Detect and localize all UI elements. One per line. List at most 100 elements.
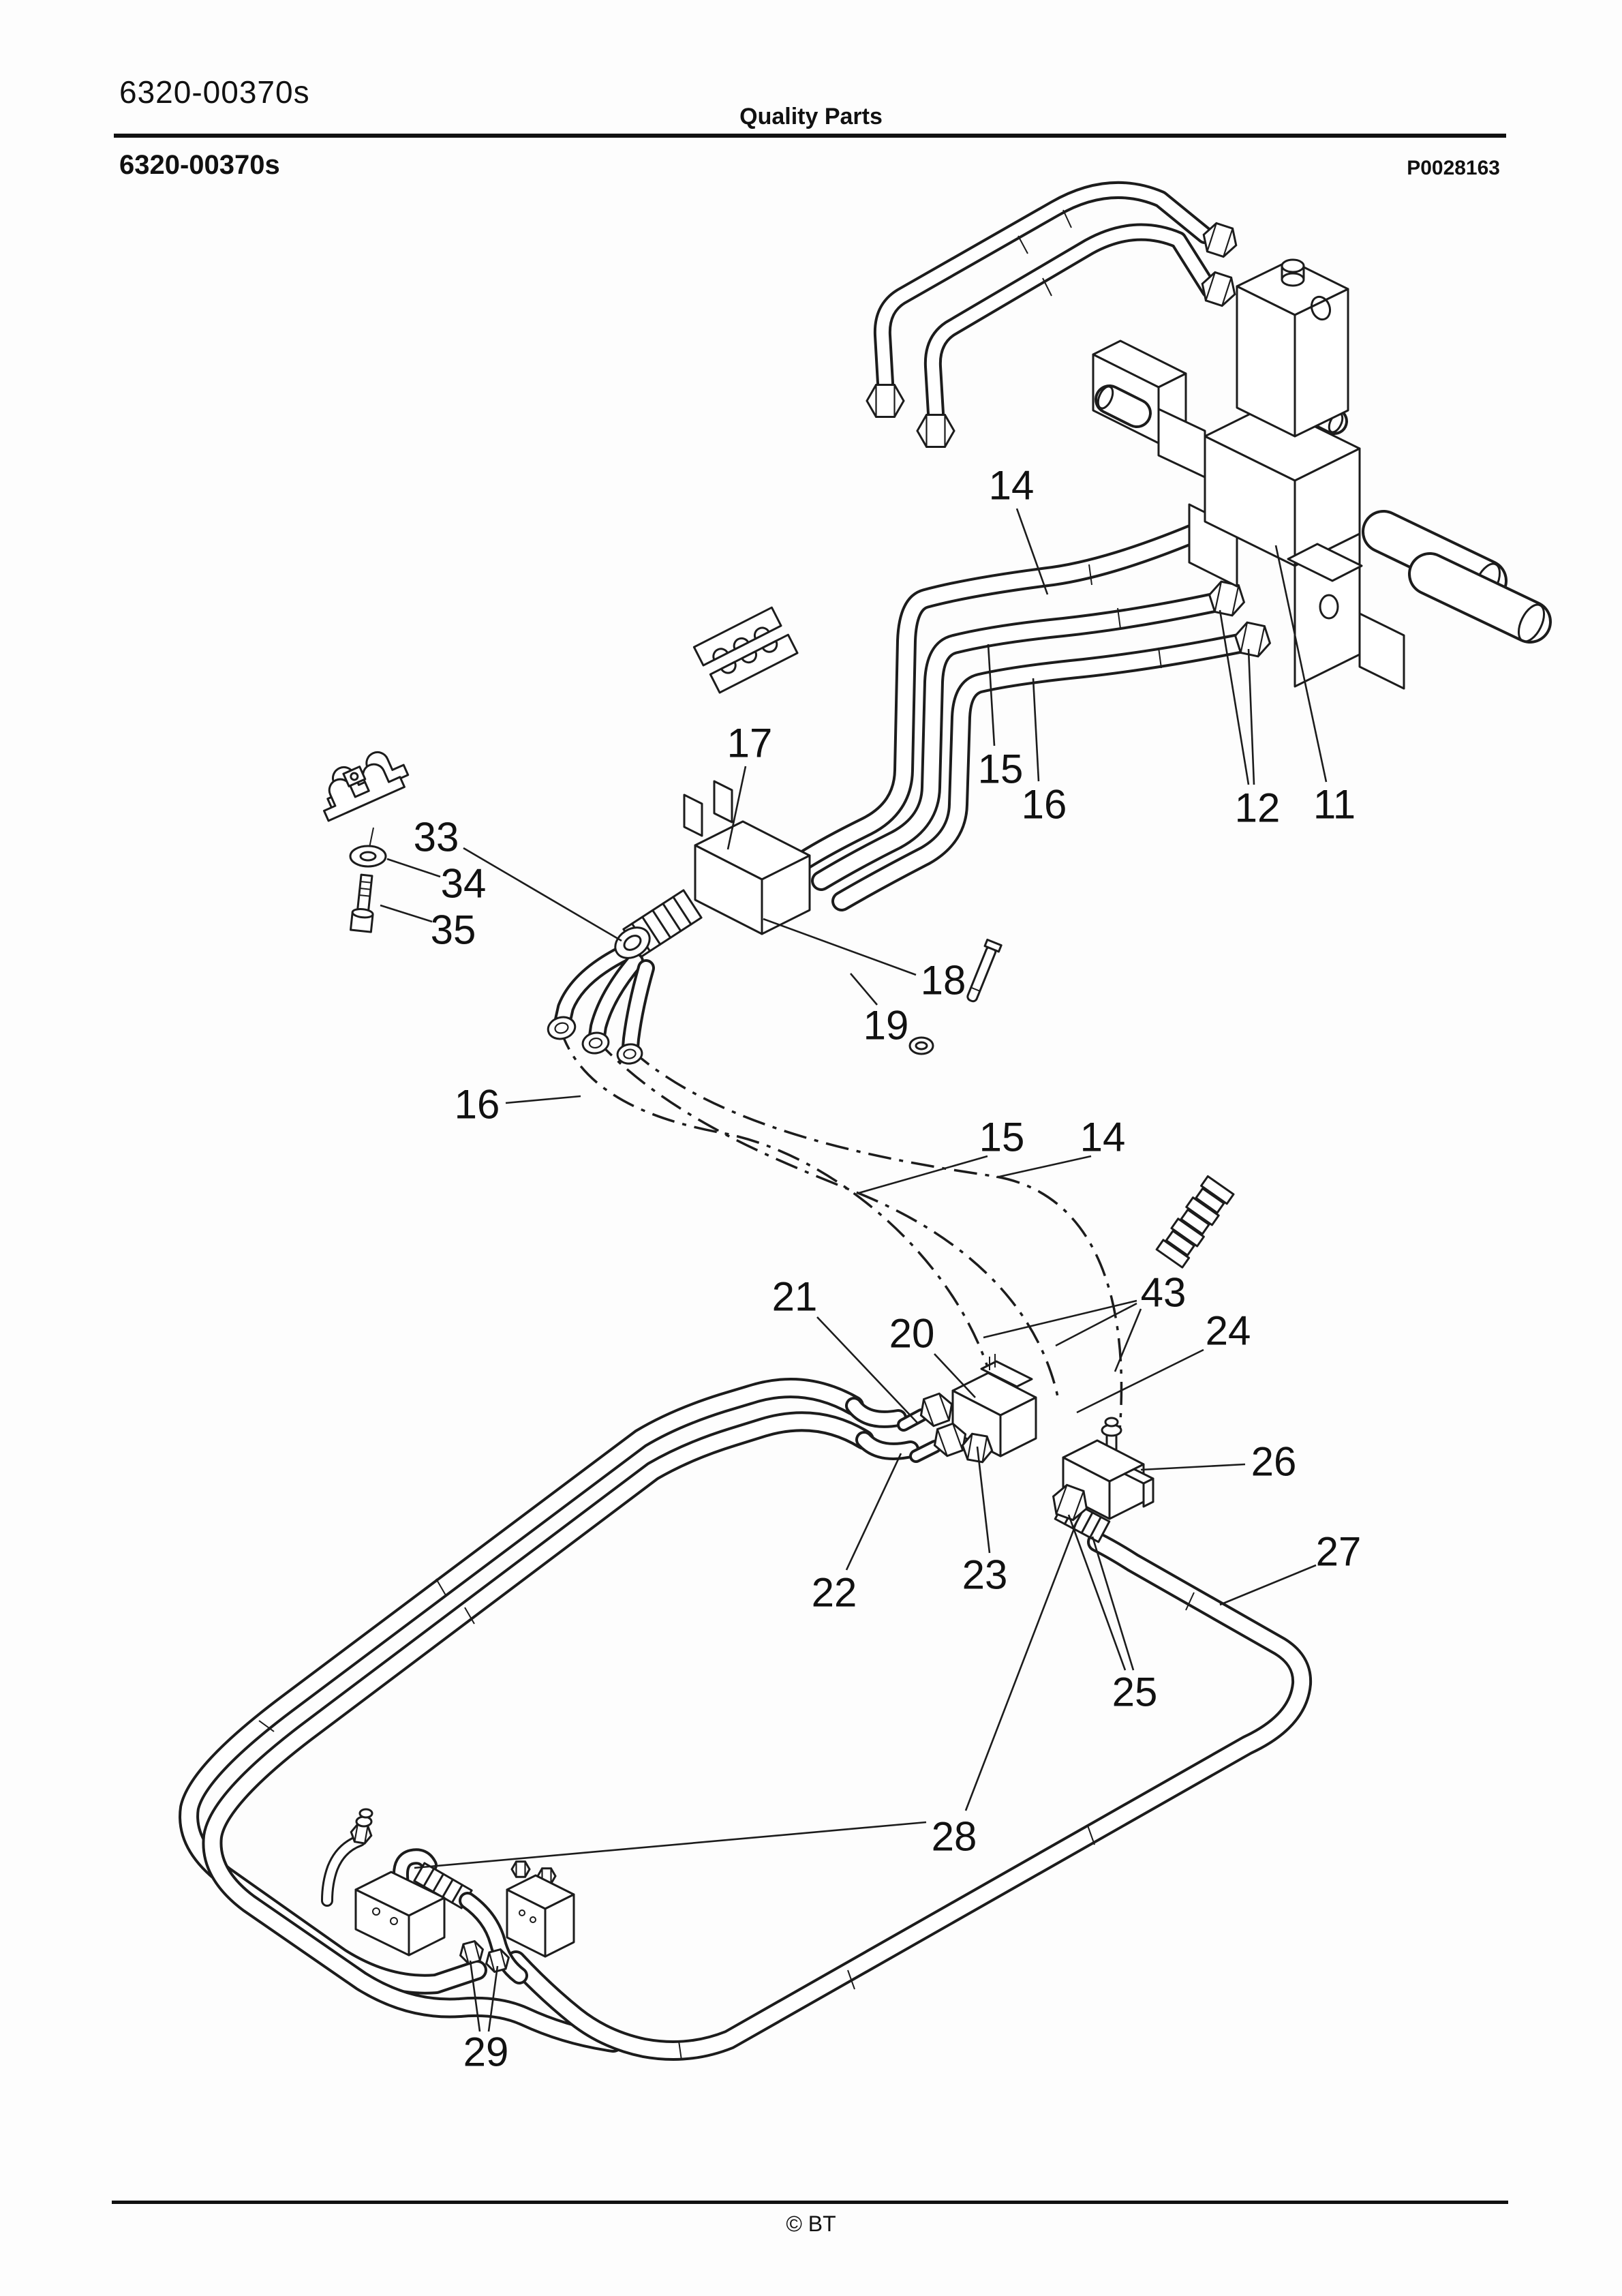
part-callout-26: 26 (1251, 1439, 1297, 1485)
elbow-hose-inner (461, 1894, 525, 1982)
header-title: Quality Parts (739, 104, 883, 130)
sleeve-mouth (614, 926, 651, 959)
part-callout-29: 29 (463, 2029, 509, 2075)
leader-line-43 (1055, 1302, 1137, 1347)
solenoid-cylinder-inner (1097, 387, 1149, 425)
dashed-hose-16 (559, 1027, 990, 1370)
leader-line-11 (1274, 545, 1328, 783)
footer-rule (112, 2201, 1508, 2204)
leader-line-29 (469, 1960, 481, 2032)
leader-line-34 (386, 858, 441, 878)
pipe-upper-left-inner (876, 183, 1211, 389)
part-callout-25: 25 (1112, 1670, 1158, 1715)
leader-line-15 (987, 644, 996, 746)
dashed-hose-15 (594, 1038, 1060, 1404)
part-callout-20: 20 (889, 1311, 935, 1357)
hose-14-inner (797, 507, 1244, 868)
fitting-21b-stub-inner (912, 1442, 939, 1460)
hose-tail-3-inner (624, 962, 652, 1053)
leader-line-28 (414, 1821, 927, 1869)
figure-title: 6320-00370s (119, 150, 280, 180)
hose-tail-tip-1 (546, 1014, 578, 1042)
fitting-21a-nut (916, 1391, 956, 1429)
top-pipes (867, 181, 1240, 447)
hose-14 (794, 504, 1247, 871)
leader-line-43 (1114, 1308, 1142, 1372)
leader-line-19 (850, 973, 878, 1006)
leader-line-17 (726, 766, 747, 850)
leader-line-12 (1247, 648, 1255, 785)
part-callout-27: 27 (1316, 1529, 1362, 1575)
pipe-nut-right (917, 415, 954, 447)
hose-tail-tip-3 (616, 1043, 643, 1066)
part-callout-34: 34 (441, 861, 487, 907)
leader-line-20 (934, 1353, 976, 1398)
part-callout-33: 33 (414, 815, 459, 860)
clamp-33 (322, 751, 410, 851)
part-callout-21: 21 (772, 1274, 818, 1320)
hose-27-28-loop (506, 1532, 1313, 2061)
connector-block-26 (1048, 1417, 1154, 1542)
leader-line-18 (763, 918, 917, 976)
dashed-hose-14 (630, 1048, 1123, 1431)
leader-line-24 (1076, 1348, 1204, 1414)
hose-16-inner (834, 633, 1260, 909)
middle-hoses (794, 487, 1280, 911)
part-callout-14: 14 (989, 463, 1035, 509)
leader-line-35 (380, 904, 433, 923)
part-callout-11: 11 (1313, 782, 1356, 828)
leader-line-23 (976, 1446, 991, 1554)
hose-elbow-21a-inner (848, 1400, 904, 1425)
header-rule (114, 134, 1506, 138)
part-callout-35: 35 (431, 907, 476, 953)
hose-elbow-21b-inner (858, 1434, 917, 1457)
dashed-hose-routes (559, 1027, 1123, 1431)
long-hose-loops (179, 1378, 1313, 2061)
leader-line-43 (983, 1299, 1137, 1339)
leader-line-16 (505, 1095, 581, 1104)
block-b-bolt-1 (512, 1862, 530, 1877)
bolt-35 (350, 873, 374, 933)
part-callout-15: 15 (978, 746, 1024, 792)
banjo-elbow-inner (395, 1851, 435, 1912)
footer-copyright: © BT (786, 2211, 836, 2236)
leader-line-16 (1032, 678, 1040, 782)
pipe-nut-left (867, 385, 904, 417)
part-callout-17: 17 (727, 721, 773, 766)
fitting-21a-stub-inner (900, 1411, 925, 1429)
part-callout-23: 23 (962, 1552, 1008, 1598)
hose-tail-2-inner (591, 955, 641, 1042)
part-callout-22: 22 (812, 1570, 857, 1616)
hose-section-ticks (258, 209, 1195, 2061)
leader-line-22 (845, 1453, 902, 1571)
leader-line-28 (964, 1521, 1078, 1811)
short-pipe-inner (323, 1837, 364, 1905)
spiral-wrap-43 (1155, 1175, 1235, 1269)
leader-line-14 (1015, 508, 1049, 595)
leader-line-26 (1140, 1463, 1246, 1471)
part-callout-24: 24 (1206, 1308, 1251, 1354)
leader-line-14 (996, 1155, 1092, 1179)
figure-code: P0028163 (1407, 157, 1500, 179)
connector-block-20 (900, 1354, 1037, 1464)
part-callout-19: 19 (863, 1003, 909, 1048)
valve-block-11 (1092, 258, 1552, 690)
grommet-19 (908, 1036, 934, 1055)
connector-block-17 (614, 780, 811, 959)
header-doc-number: 6320-00370s (119, 74, 310, 110)
hose-tail-1-inner (557, 947, 630, 1026)
bottom-left-assembly (321, 1809, 575, 1982)
leader-line-15 (858, 1155, 988, 1194)
clamp-jaws (692, 606, 799, 694)
leader-line-33 (463, 847, 622, 942)
part-callout-43: 43 (1141, 1270, 1187, 1316)
hose-27-28-loop-inner (508, 1535, 1310, 2058)
leader-line-27 (1219, 1564, 1317, 1606)
part-callout-16: 16 (455, 1082, 500, 1128)
connector-17-hose-tails (546, 944, 652, 1066)
pipe-upper-right-inner (926, 226, 1216, 419)
part-callout-28: 28 (932, 1814, 977, 1860)
part-callout-15: 15 (979, 1115, 1025, 1160)
